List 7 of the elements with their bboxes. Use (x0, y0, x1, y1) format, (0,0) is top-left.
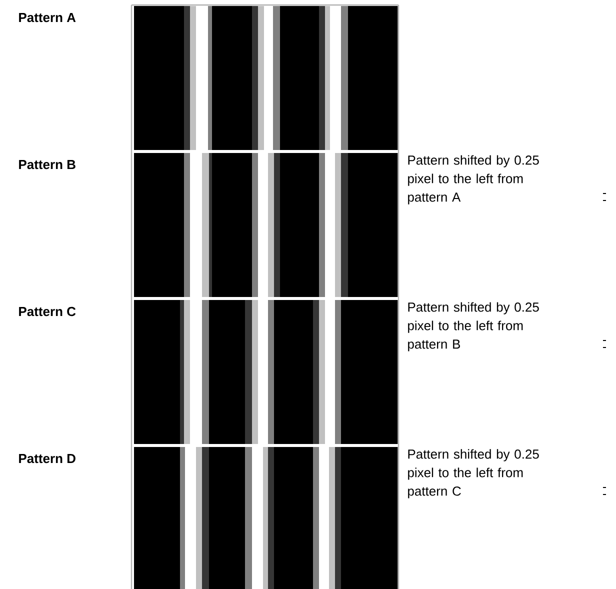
note-text: Pattern shifted by 0.25 pixel to the left from pattern A (408, 155, 539, 204)
pattern-label: Pattern C (19, 306, 76, 316)
pattern-label: Pattern B (19, 160, 76, 170)
pattern-label: Pattern D (19, 454, 76, 464)
note-text: Pattern shifted by 0.25 pixel to the left from pattern B (408, 302, 539, 352)
pattern-label: Pattern A (19, 13, 76, 22)
note-text: Pattern shifted by 0.25 pixel to the left from pattern C (408, 449, 539, 498)
